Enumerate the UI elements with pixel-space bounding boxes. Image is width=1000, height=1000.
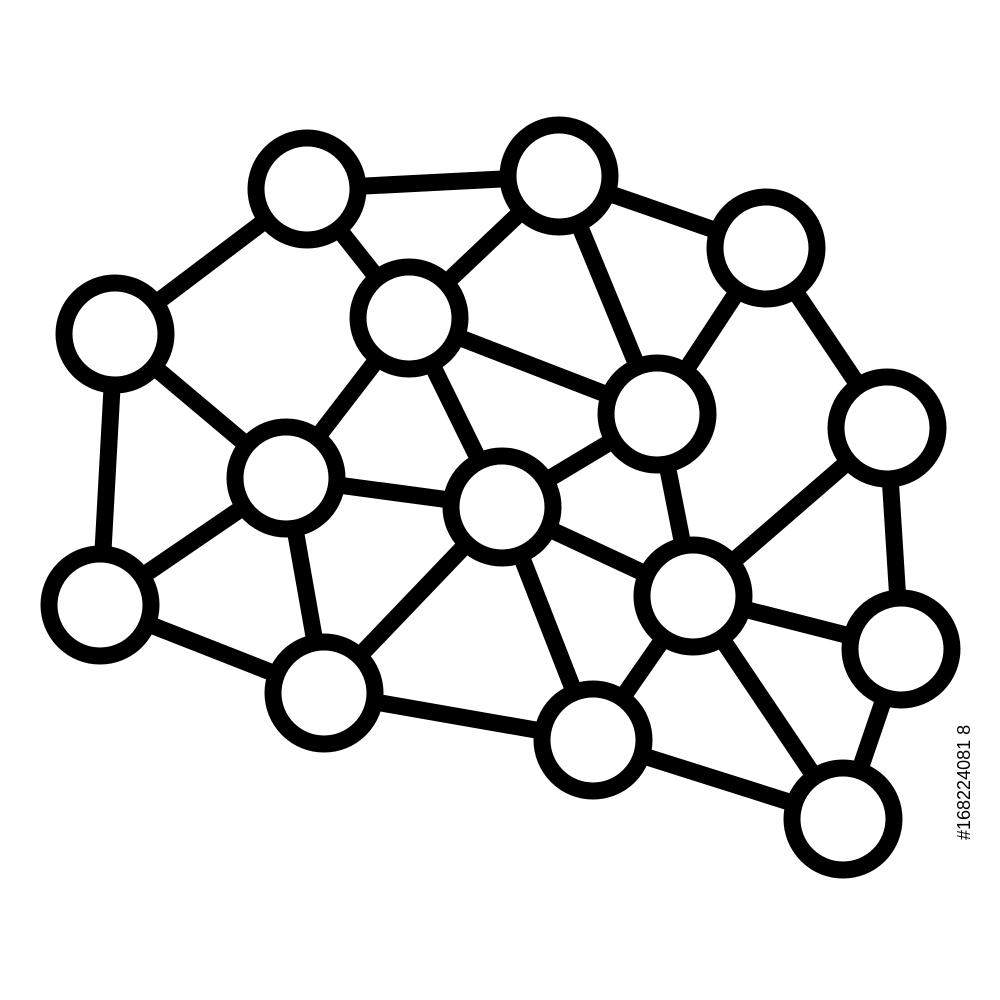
node-n11 (533, 680, 653, 800)
node-n6 (706, 188, 826, 308)
node-n1 (55, 274, 175, 394)
node-n14 (841, 589, 961, 709)
nodes-layer (40, 116, 961, 879)
node-n15 (783, 759, 903, 879)
node-n3 (499, 116, 619, 236)
node-n4 (40, 545, 160, 665)
node-n9 (442, 447, 562, 567)
node-n10 (264, 633, 384, 753)
stock-id-watermark: #168224081 8 (954, 724, 974, 840)
node-n2 (247, 129, 367, 249)
node-n13 (633, 536, 753, 656)
node-n5 (349, 258, 469, 378)
node-n8 (597, 354, 717, 474)
node-n12 (827, 368, 947, 488)
node-n7 (226, 418, 346, 538)
